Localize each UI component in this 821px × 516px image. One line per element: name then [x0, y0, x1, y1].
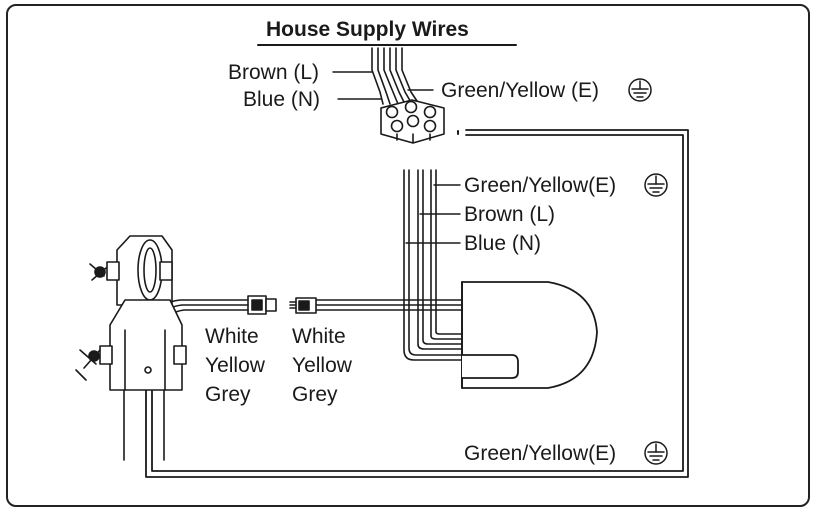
terminal-block-icon: [380, 99, 445, 144]
plug-left-color: Grey: [205, 383, 251, 406]
supply-blue-label: Blue (N): [243, 88, 321, 111]
plug-right-color: Grey: [292, 383, 338, 406]
diagram-frame: [6, 4, 810, 507]
connector-plug-icon: [247, 295, 317, 315]
motor-supply-wires: [403, 169, 463, 361]
diagram-title: House Supply Wires: [266, 18, 469, 41]
plug-left-color: Yellow: [205, 354, 265, 377]
plug-left-colors: White Yellow Grey: [205, 322, 265, 409]
earth-ground-icon: [628, 78, 652, 102]
earth-ground-icon: [644, 173, 668, 197]
motor-earth-label: Green/Yellow(E): [464, 174, 617, 197]
motor-leaders: [405, 184, 461, 244]
earth-wire-inner: [151, 134, 684, 472]
earth-wire-outer: [145, 129, 689, 478]
house-supply-cable: [371, 47, 420, 105]
plug-left-color: White: [205, 325, 259, 348]
motor-blue-label: Blue (N): [464, 232, 542, 255]
earth-ground-icon: [644, 441, 668, 465]
bottom-earth-label: Green/Yellow(E): [464, 442, 617, 465]
plug-right-color: White: [292, 325, 346, 348]
motor-brown-label: Brown (L): [464, 203, 556, 226]
motor-housing-icon: [461, 281, 598, 389]
plug-cable-right: [315, 299, 463, 311]
clamp-bracket-icon: [75, 235, 187, 461]
plug-right-color: Yellow: [292, 354, 352, 377]
plug-right-colors: White Yellow Grey: [292, 322, 352, 409]
supply-brown-label: Brown (L): [228, 61, 320, 84]
supply-leaders: [332, 71, 434, 100]
supply-earth-label: Green/Yellow (E): [441, 79, 599, 102]
